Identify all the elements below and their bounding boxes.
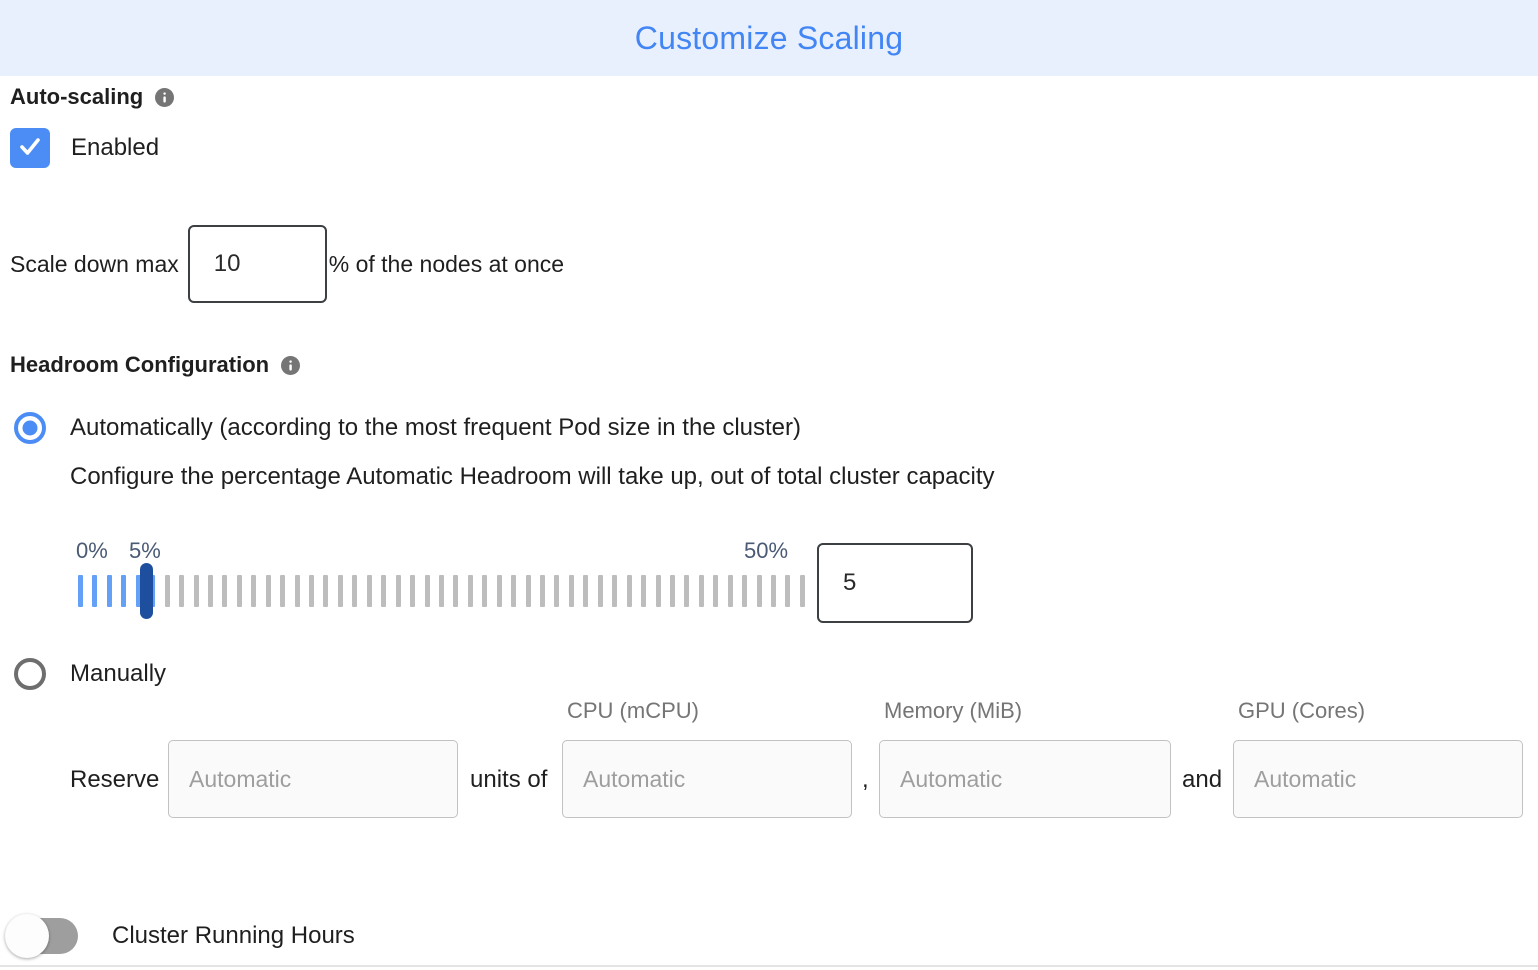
slider-tick — [554, 575, 560, 607]
slider-tick — [352, 575, 358, 607]
slider-tick — [525, 575, 531, 607]
info-icon[interactable] — [155, 87, 175, 107]
cluster-running-hours-row: Cluster Running Hours — [5, 914, 355, 958]
reserve-memory-input[interactable] — [879, 740, 1171, 818]
slider-tick — [727, 575, 733, 607]
manual-headroom-reserve-area: CPU (mCPU) Memory (MiB) GPU (Cores) Rese… — [0, 690, 1538, 830]
slider-tick — [626, 575, 632, 607]
headroom-percentage-slider-area: 0% 5% 50% — [0, 538, 1538, 628]
slider-tick — [164, 575, 170, 607]
slider-tick — [78, 575, 83, 607]
slider-tick — [207, 575, 213, 607]
info-icon[interactable] — [281, 355, 301, 375]
slider-max-label: 50% — [744, 538, 789, 563]
headroom-manual-option-row: Manually — [14, 658, 166, 690]
comma-separator: , — [862, 766, 869, 793]
slider-tick — [496, 575, 502, 607]
scale-down-prefix: Scale down max — [10, 250, 179, 277]
slider-tick — [568, 575, 574, 607]
enabled-checkbox-label: Enabled — [71, 134, 160, 161]
slider-tick — [265, 575, 271, 607]
slider-tick — [395, 575, 401, 607]
headroom-automatic-option-row: Automatically (according to the most fre… — [14, 412, 801, 444]
slider-tick — [410, 575, 416, 607]
slider-tick — [785, 575, 791, 607]
slider-tick — [121, 575, 127, 607]
automatically-radio[interactable] — [14, 412, 46, 444]
gpu-column-header: GPU (Cores) — [1238, 698, 1366, 723]
slider-tick — [684, 575, 690, 607]
slider-tick — [294, 575, 300, 607]
slider-thumb[interactable] — [140, 563, 153, 619]
reserve-units-input[interactable] — [168, 740, 458, 818]
cluster-running-hours-toggle[interactable] — [5, 914, 78, 958]
slider-tick — [713, 575, 719, 607]
slider-value-box — [817, 543, 973, 623]
slider-tick — [438, 575, 444, 607]
slider-tick — [799, 575, 805, 607]
slider-tick — [511, 575, 517, 607]
slider-tick — [309, 575, 314, 607]
slider-min-label: 0% — [76, 538, 108, 563]
manually-radio[interactable] — [14, 658, 46, 690]
slider-tick — [612, 575, 618, 607]
automatic-headroom-description: Configure the percentage Automatic Headr… — [70, 463, 995, 490]
headroom-configuration-label: Headroom Configuration — [10, 352, 270, 377]
slider-tick — [92, 575, 98, 607]
slider-tick — [583, 575, 589, 607]
slider-tick — [771, 575, 776, 607]
reserve-gpu-input[interactable] — [1233, 740, 1523, 818]
slider-tick — [655, 575, 661, 607]
slider-tick — [179, 575, 185, 607]
cpu-column-header: CPU (mCPU) — [567, 698, 699, 723]
toggle-knob[interactable] — [5, 914, 49, 958]
slider-tick — [424, 575, 430, 607]
slider-current-label: 5% — [129, 538, 161, 563]
enabled-checkbox[interactable] — [10, 128, 50, 168]
page-title: Customize Scaling — [634, 19, 904, 56]
automatically-radio-label: Automatically (according to the most fre… — [70, 414, 802, 441]
reserve-cpu-input[interactable] — [562, 740, 852, 818]
slider-tick — [381, 575, 387, 607]
reserve-label: Reserve — [70, 766, 160, 793]
slider-tick — [482, 575, 488, 607]
auto-scaling-enabled-row: Enabled — [10, 128, 159, 168]
slider-tick — [323, 575, 329, 607]
slider-tick — [742, 575, 748, 607]
slider-tick — [222, 575, 228, 607]
panel-header: Customize Scaling — [0, 0, 1538, 76]
manually-radio-label: Manually — [70, 660, 167, 687]
scale-down-suffix: % of the nodes at once — [328, 250, 565, 277]
slider-tick — [698, 575, 704, 607]
slider-tick — [236, 575, 242, 607]
checkmark-icon — [16, 132, 44, 165]
headroom-percentage-input[interactable] — [817, 543, 973, 623]
slider-tick — [337, 575, 343, 607]
scale-down-row: Scale down max % of the nodes at once — [10, 225, 564, 303]
bottom-divider — [0, 965, 1538, 967]
slider-tick — [597, 575, 603, 607]
auto-scaling-label: Auto-scaling — [10, 84, 144, 109]
slider-tick-track[interactable] — [78, 575, 805, 607]
slider-tick — [453, 575, 459, 607]
and-separator: and — [1182, 766, 1223, 793]
slider-tick — [467, 575, 473, 607]
auto-scaling-section-header: Auto-scaling — [10, 84, 175, 110]
headroom-section-header: Headroom Configuration — [10, 352, 301, 378]
slider-tick — [540, 575, 545, 607]
slider-tick — [106, 575, 112, 607]
slider-tick — [251, 575, 257, 607]
slider-tick — [669, 575, 675, 607]
memory-column-header: Memory (MiB) — [884, 698, 1023, 723]
slider-tick — [756, 575, 762, 607]
units-of-label: units of — [470, 766, 548, 793]
scale-down-max-input[interactable] — [187, 225, 327, 303]
slider-tick — [366, 575, 372, 607]
slider-tick — [135, 575, 141, 607]
cluster-running-hours-label: Cluster Running Hours — [112, 922, 355, 949]
slider-tick — [193, 575, 199, 607]
slider-tick — [280, 575, 286, 607]
slider-tick — [641, 575, 647, 607]
